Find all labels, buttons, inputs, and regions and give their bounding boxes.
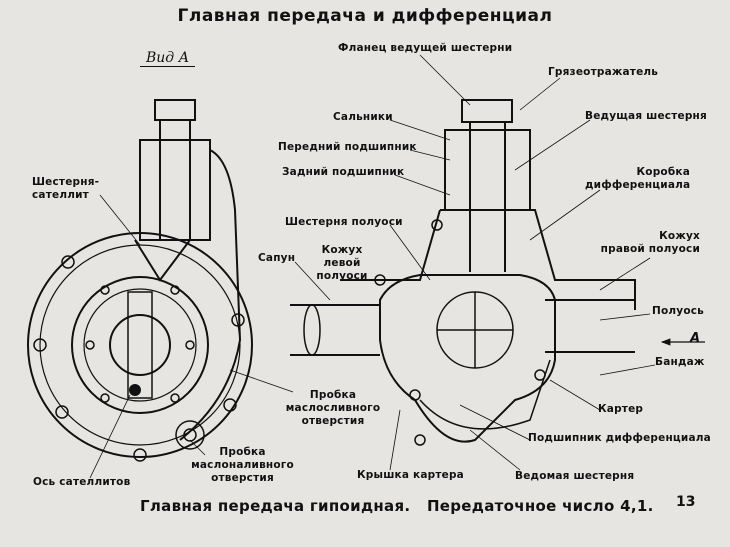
label-axle-gear: Шестерня полуоси [285,216,403,228]
label-carter: Картер [598,403,644,415]
label-rear-bearing: Задний подшипник [282,166,405,178]
label-arrow-a: А [690,331,701,346]
left-view-drawing [27,99,253,462]
slide-number: 13 [676,494,696,510]
leader-lines [89,54,705,479]
label-cover: Крышка картера [357,469,464,481]
label-breather: Сапун [258,252,296,264]
label-deflector: Грязеотражатель [548,66,659,78]
label-diff-bearing: Подшипник дифференциала [528,432,711,444]
label-driven-gear: Ведомая шестерня [515,470,635,482]
slide-title: Главная передача и дифференциал [177,6,553,26]
label-satellite-axis: Ось сателлитов [33,476,131,488]
label-axle-shaft: Полуось [652,305,705,317]
label-satellite-gear: Шестерня-сателлит [32,176,100,201]
label-front-bearing: Передний подшипник [278,141,417,153]
slide-caption: Главная передача гипоидная. Передаточное… [140,497,654,515]
label-seals: Сальники [333,111,393,123]
label-flange: Фланец ведущей шестерни [338,42,513,54]
label-drive-gear: Ведущая шестерня [585,110,707,122]
right-view-drawing [290,99,636,446]
label-band: Бандаж [655,356,705,368]
view-label: Вид А [140,50,196,67]
